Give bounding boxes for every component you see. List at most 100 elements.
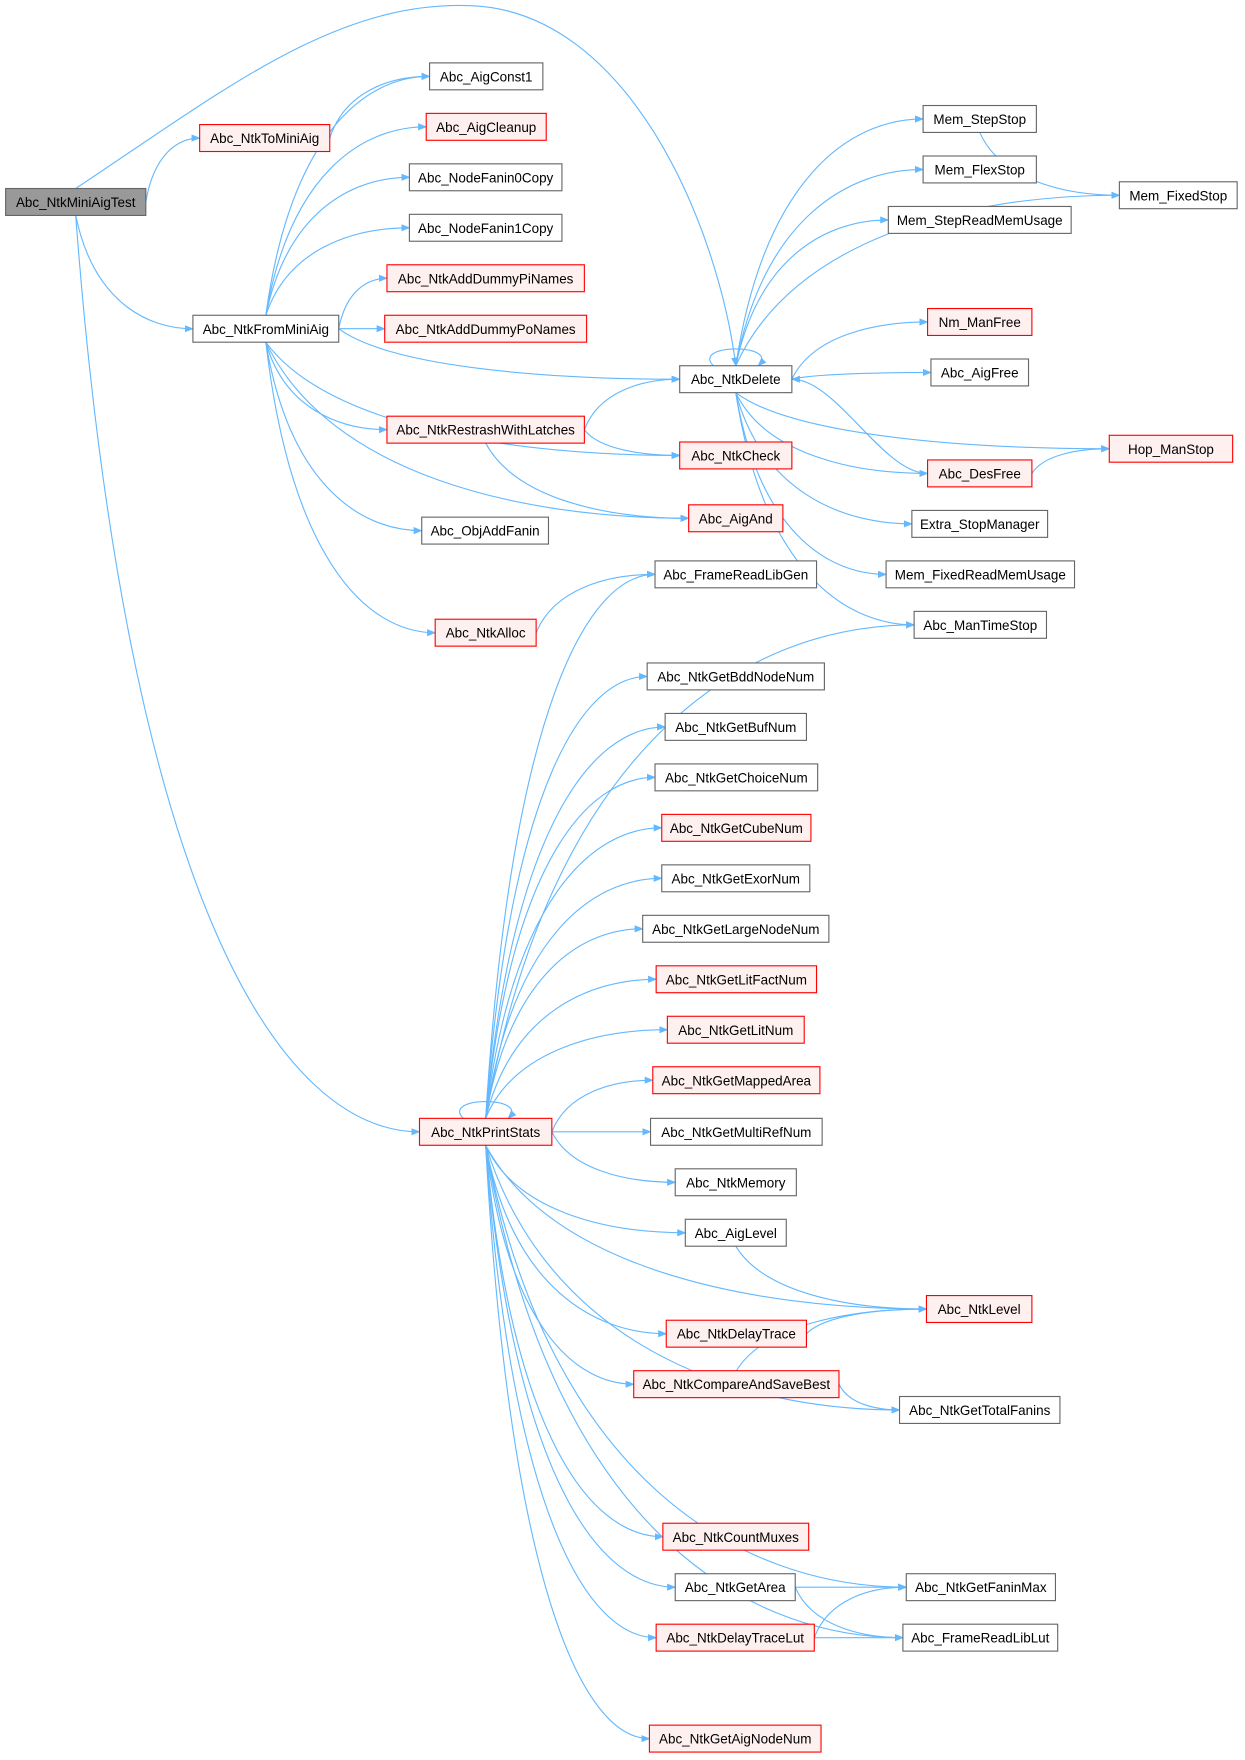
node-abc-aig-and[interactable]: Abc_AigAnd <box>688 504 784 533</box>
node-box <box>408 213 563 242</box>
node-mem-fixed-read-mem-usage[interactable]: Mem_FixedReadMemUsage <box>885 560 1076 589</box>
node-hop-man-stop[interactable]: Hop_ManStop <box>1108 434 1234 463</box>
edge-abc-des-free-to-abc-ntk-delete <box>790 375 928 474</box>
node-label: Abc_NtkToMiniAig <box>210 131 319 146</box>
node-label: Abc_NtkGetLitNum <box>678 1023 793 1038</box>
node-label: Abc_DesFree <box>939 466 1021 481</box>
node-label: Abc_NtkGetLargeNodeNum <box>652 922 819 937</box>
node-abc-ntk-get-total-fanins[interactable]: Abc_NtkGetTotalFanins <box>898 1395 1061 1424</box>
node-box <box>408 163 563 192</box>
node-abc-ntk-delay-trace-lut[interactable]: Abc_NtkDelayTraceLut <box>655 1623 815 1652</box>
node-label: Abc_NtkAddDummyPiNames <box>398 271 574 286</box>
node-abc-ntk-delete[interactable]: Abc_NtkDelete <box>679 365 793 394</box>
node-label: Abc_NodeFanin0Copy <box>418 170 553 185</box>
node-label: Abc_NtkLevel <box>938 1302 1021 1317</box>
node-box <box>661 813 812 842</box>
edge-abc-ntk-print-stats-to-abc-ntk-get-cube-num <box>485 824 663 1119</box>
edge-abc-ntk-delete-to-abc-aig-free <box>791 368 932 380</box>
edge-abc-ntk-delete-to-extra-stop-manager <box>735 392 913 528</box>
node-abc-ntk-get-mapped-area[interactable]: Abc_NtkGetMappedArea <box>652 1066 821 1095</box>
node-abc-ntk-get-bdd-node-num[interactable]: Abc_NtkGetBddNodeNum <box>646 662 825 691</box>
node-mem-step-read-mem-usage[interactable]: Mem_StepReadMemUsage <box>887 205 1072 234</box>
node-abc-ntk-delay-trace[interactable]: Abc_NtkDelayTrace <box>665 1319 808 1348</box>
node-abc-ntk-memory[interactable]: Abc_NtkMemory <box>674 1168 797 1197</box>
node-box <box>1108 434 1234 463</box>
node-abc-ntk-mini-aig-test[interactable]: Abc_NtkMiniAigTest <box>5 187 147 217</box>
node-label: Hop_ManStop <box>1128 442 1214 457</box>
edge-abc-ntk-print-stats-to-abc-ntk-get-fanin-max <box>485 1145 908 1591</box>
node-mem-step-stop[interactable]: Mem_StepStop <box>922 104 1037 134</box>
node-abc-frame-read-lib-gen[interactable]: Abc_FrameReadLibGen <box>654 560 818 589</box>
node-abc-ntk-alloc[interactable]: Abc_NtkAlloc <box>434 618 537 647</box>
node-mem-fixed-stop[interactable]: Mem_FixedStop <box>1118 181 1238 210</box>
node-mem-flex-stop[interactable]: Mem_FlexStop <box>922 155 1037 184</box>
edge-abc-ntk-print-stats-to-abc-ntk-get-buf-num <box>485 723 667 1119</box>
node-abc-man-time-stop[interactable]: Abc_ManTimeStop <box>913 610 1048 639</box>
edge-abc-ntk-mini-aig-test-to-abc-ntk-to-mini-aig <box>145 134 201 203</box>
node-abc-ntk-restrash-with-latches[interactable]: Abc_NtkRestrashWithLatches <box>386 415 585 444</box>
node-label: Abc_ManTimeStop <box>923 618 1037 633</box>
node-abc-ntk-get-cube-num[interactable]: Abc_NtkGetCubeNum <box>661 813 812 842</box>
node-extra-stop-manager[interactable]: Extra_StopManager <box>911 509 1049 538</box>
node-abc-node-fanin0-copy[interactable]: Abc_NodeFanin0Copy <box>408 163 563 192</box>
edge-abc-ntk-print-stats-to-abc-ntk-get-area <box>485 1145 677 1591</box>
node-abc-ntk-get-lit-fact-num[interactable]: Abc_NtkGetLitFactNum <box>655 965 818 994</box>
node-abc-ntk-get-aig-node-num[interactable]: Abc_NtkGetAigNodeNum <box>648 1724 822 1753</box>
node-abc-ntk-get-exor-num[interactable]: Abc_NtkGetExorNum <box>661 864 811 893</box>
node-abc-frame-read-lib-lut[interactable]: Abc_FrameReadLibLut <box>902 1623 1059 1652</box>
node-abc-ntk-get-area[interactable]: Abc_NtkGetArea <box>674 1573 796 1602</box>
node-abc-ntk-get-buf-num[interactable]: Abc_NtkGetBufNum <box>664 712 808 741</box>
edge-abc-ntk-delay-trace-lut-to-abc-ntk-get-fanin-max <box>813 1583 908 1638</box>
node-label: Abc_NtkGetCubeNum <box>670 821 803 836</box>
node-abc-ntk-get-large-node-num[interactable]: Abc_NtkGetLargeNodeNum <box>642 914 830 943</box>
edge-abc-ntk-print-stats-to-abc-ntk-get-bdd-node-num <box>485 672 649 1119</box>
node-nm-man-free[interactable]: Nm_ManFree <box>927 307 1033 337</box>
node-box <box>655 965 818 994</box>
node-abc-ntk-get-lit-num[interactable]: Abc_NtkGetLitNum <box>666 1015 805 1044</box>
node-label: Abc_NtkGetArea <box>685 1580 786 1595</box>
node-box <box>664 712 808 741</box>
node-label: Abc_AigFree <box>941 366 1019 381</box>
node-abc-ntk-get-multi-ref-num[interactable]: Abc_NtkGetMultiRefNum <box>649 1117 823 1146</box>
node-abc-ntk-to-mini-aig[interactable]: Abc_NtkToMiniAig <box>199 124 331 153</box>
edge-abc-ntk-print-stats-to-abc-ntk-get-total-fanins <box>485 1145 901 1414</box>
node-abc-ntk-check[interactable]: Abc_NtkCheck <box>679 441 793 470</box>
node-box <box>429 62 544 91</box>
node-abc-ntk-from-mini-aig[interactable]: Abc_NtkFromMiniAig <box>192 314 340 343</box>
node-abc-aig-cleanup[interactable]: Abc_AigCleanup <box>425 112 547 141</box>
node-label: Mem_StepStop <box>933 112 1026 127</box>
node-abc-aig-free[interactable]: Abc_AigFree <box>930 358 1030 387</box>
node-abc-ntk-get-fanin-max[interactable]: Abc_NtkGetFaninMax <box>905 1573 1057 1602</box>
edge-abc-ntk-print-stats-to-abc-frame-read-lib-lut <box>485 1145 904 1642</box>
node-abc-ntk-get-choice-num[interactable]: Abc_NtkGetChoiceNum <box>654 763 819 792</box>
node-abc-ntk-add-dummy-po-names[interactable]: Abc_NtkAddDummyPoNames <box>384 314 588 343</box>
node-abc-ntk-compare-and-save-best[interactable]: Abc_NtkCompareAndSaveBest <box>633 1370 840 1399</box>
node-abc-aig-const1[interactable]: Abc_AigConst1 <box>429 62 544 91</box>
edge-abc-ntk-from-mini-aig-to-abc-obj-add-fanin <box>265 342 423 535</box>
node-box <box>927 459 1033 488</box>
edge-abc-ntk-print-stats-to-abc-ntk-delay-trace <box>485 1145 668 1338</box>
node-abc-obj-add-fanin[interactable]: Abc_ObjAddFanin <box>421 516 550 545</box>
edge-abc-ntk-from-mini-aig-to-abc-node-fanin0-copy <box>265 173 411 316</box>
node-box <box>679 365 793 394</box>
node-label: Nm_ManFree <box>939 315 1021 330</box>
node-label: Abc_NtkDelayTraceLut <box>666 1631 804 1646</box>
node-box <box>386 264 585 293</box>
node-label: Abc_ObjAddFanin <box>431 524 540 539</box>
edge-abc-ntk-compare-and-save-best-to-abc-ntk-get-total-fanins <box>838 1383 901 1414</box>
node-label: Abc_NtkAddDummyPoNames <box>396 322 576 337</box>
node-abc-ntk-print-stats[interactable]: Abc_NtkPrintStats <box>418 1117 553 1146</box>
node-box <box>688 504 784 533</box>
node-abc-ntk-level[interactable]: Abc_NtkLevel <box>925 1295 1033 1324</box>
node-label: Abc_NtkGetLitFactNum <box>666 972 807 987</box>
node-label: Abc_AigLevel <box>695 1226 777 1241</box>
node-abc-des-free[interactable]: Abc_DesFree <box>927 459 1033 488</box>
node-abc-aig-level[interactable]: Abc_AigLevel <box>684 1218 787 1247</box>
node-abc-node-fanin1-copy[interactable]: Abc_NodeFanin1Copy <box>408 213 563 242</box>
edge-abc-ntk-from-mini-aig-to-abc-node-fanin1-copy <box>265 224 411 316</box>
edge-abc-ntk-print-stats-to-abc-ntk-get-mapped-area <box>551 1076 654 1133</box>
node-abc-ntk-count-muxes[interactable]: Abc_NtkCountMuxes <box>662 1522 810 1551</box>
edge-abc-ntk-mini-aig-test-to-abc-ntk-print-stats <box>75 215 421 1136</box>
node-abc-ntk-add-dummy-pi-names[interactable]: Abc_NtkAddDummyPiNames <box>386 264 585 293</box>
